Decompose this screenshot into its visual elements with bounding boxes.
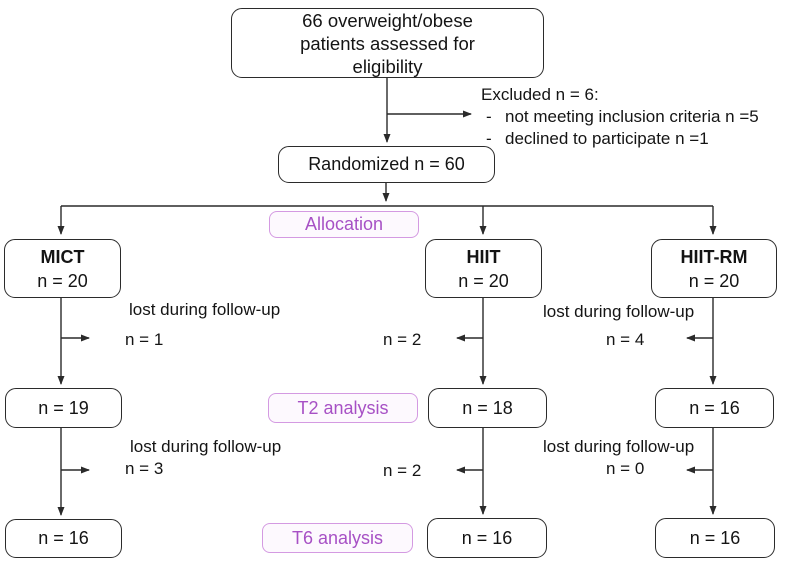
lost-followup-n-mict-t2: n = 1 <box>125 330 164 349</box>
group-name: MICT <box>40 246 85 267</box>
group-count: n = 20 <box>688 270 740 291</box>
t6-count-box-hiitrm: n = 16 <box>655 518 775 558</box>
lost-followup-label-hiitrm-t6: lost during follow-up <box>543 437 695 456</box>
excluded-item: - not meeting inclusion criteria n =5 <box>481 106 759 128</box>
excluded-item-text: declined to participate n =1 <box>505 129 709 148</box>
group-box-mict: MICT n = 20 <box>4 239 121 298</box>
t6-count-box-hiit: n = 16 <box>427 518 547 558</box>
stage-label-allocation: Allocation <box>269 211 419 238</box>
eligibility-box: 66 overweight/obese patients assessed fo… <box>231 8 544 78</box>
group-box-hiit: HIIT n = 20 <box>425 239 542 298</box>
lost-followup-n-mict-t6: n = 3 <box>125 459 164 478</box>
group-count: n = 20 <box>37 270 88 291</box>
lost-followup-label-hiitrm-t2: lost during follow-up <box>543 302 695 321</box>
excluded-bullet: - <box>486 107 492 126</box>
group-box-hiit-rm: HIIT-RM n = 20 <box>651 239 777 298</box>
lost-followup-label-mict-t2: lost during follow-up <box>129 300 281 319</box>
excluded-note: Excluded n = 6: - not meeting inclusion … <box>481 84 759 150</box>
randomized-box: Randomized n = 60 <box>278 146 495 183</box>
stage-label-t6-analysis: T6 analysis <box>262 523 413 553</box>
lost-followup-label-mict-t6: lost during follow-up <box>130 437 282 456</box>
t2-count-box-hiit: n = 18 <box>428 388 547 428</box>
excluded-item-text: not meeting inclusion criteria n =5 <box>505 107 759 126</box>
lost-followup-n-hiitrm-t2: n = 4 <box>606 330 645 349</box>
group-count: n = 20 <box>458 270 509 291</box>
t2-count-box-mict: n = 19 <box>5 388 122 428</box>
excluded-item: - declined to participate n =1 <box>481 128 759 150</box>
t6-count-box-mict: n = 16 <box>5 519 122 558</box>
lost-followup-n-hiit-t6: n = 2 <box>383 461 422 480</box>
group-name: HIIT-RM <box>680 246 748 267</box>
excluded-title: Excluded n = 6: <box>481 85 599 104</box>
t2-count-box-hiitrm: n = 16 <box>655 388 774 428</box>
excluded-bullet: - <box>486 129 492 148</box>
stage-label-t2-analysis: T2 analysis <box>268 393 418 423</box>
lost-followup-n-hiitrm-t6: n = 0 <box>606 459 645 478</box>
lost-followup-n-hiit-t2: n = 2 <box>383 330 422 349</box>
group-name: HIIT <box>466 246 501 267</box>
